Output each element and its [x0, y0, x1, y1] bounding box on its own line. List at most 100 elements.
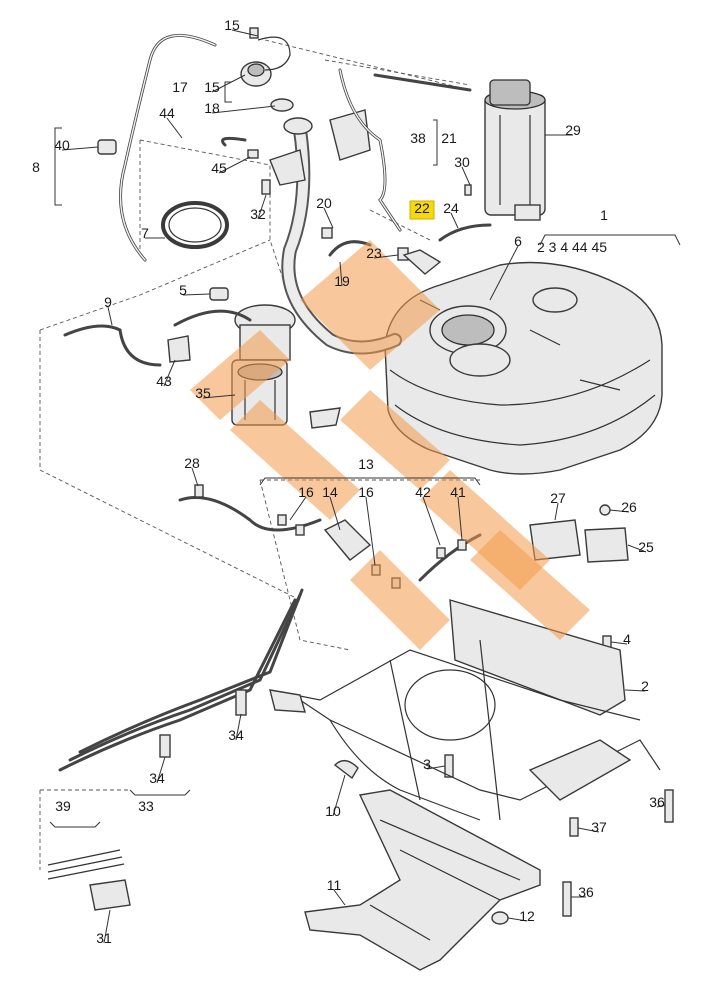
- callout-leader-44a: [166, 117, 183, 139]
- callout-33[interactable]: 33: [138, 798, 154, 814]
- callout-5[interactable]: 5: [179, 282, 187, 298]
- callout-leader-14: [329, 496, 341, 531]
- callout-1[interactable]: 1: [600, 207, 608, 223]
- callout-leader-40: [61, 146, 99, 151]
- callout-35[interactable]: 35: [195, 385, 211, 401]
- callout-29[interactable]: 29: [565, 122, 581, 138]
- callout-13[interactable]: 13: [358, 456, 374, 472]
- group-bracket-4: [259, 477, 481, 486]
- callout-leader-37: [577, 827, 600, 833]
- callout-45a[interactable]: 45: [211, 160, 227, 176]
- callout-leader-36a: [656, 804, 666, 808]
- callout-26[interactable]: 26: [621, 499, 637, 515]
- heat-shield: [304, 789, 541, 971]
- callout-14[interactable]: 14: [322, 484, 338, 500]
- callout-15b[interactable]: 15: [204, 79, 220, 95]
- callout-leader-26: [609, 509, 630, 513]
- callout-28[interactable]: 28: [184, 455, 200, 471]
- callout-group-1[interactable]: 2 3 4 44 45: [537, 239, 607, 255]
- callout-leader-15b: [211, 74, 246, 93]
- callout-42[interactable]: 42: [415, 484, 431, 500]
- callout-7[interactable]: 7: [141, 225, 149, 241]
- callout-leader-16b: [365, 496, 376, 566]
- callout-36a[interactable]: 36: [649, 794, 665, 810]
- callout-6[interactable]: 6: [514, 233, 522, 249]
- callout-21[interactable]: 21: [441, 130, 457, 146]
- callout-32[interactable]: 32: [250, 206, 266, 222]
- callout-34a[interactable]: 34: [228, 727, 244, 743]
- callout-40[interactable]: 40: [54, 137, 70, 153]
- callout-44a[interactable]: 44: [159, 105, 175, 121]
- callout-leader-24: [450, 212, 459, 229]
- callout-leader-3: [426, 765, 446, 770]
- callout-11[interactable]: 11: [327, 877, 342, 893]
- callout-31[interactable]: 31: [96, 930, 112, 946]
- callout-38[interactable]: 38: [410, 130, 426, 146]
- callout-leader-25: [627, 544, 647, 553]
- callout-leader-42: [422, 496, 441, 546]
- callout-highlight-22: [409, 200, 435, 220]
- group-bracket-5: [129, 789, 191, 796]
- callout-12[interactable]: 12: [519, 908, 535, 924]
- callout-leader-32: [257, 194, 267, 220]
- callout-4[interactable]: 4: [623, 631, 631, 647]
- callout-leader-20: [323, 207, 334, 229]
- callout-2[interactable]: 2: [641, 678, 649, 694]
- callout-19[interactable]: 19: [334, 273, 350, 289]
- callout-43[interactable]: 43: [156, 373, 172, 389]
- callout-37[interactable]: 37: [591, 819, 607, 835]
- fuel-tank: [384, 261, 663, 475]
- callout-8[interactable]: 8: [32, 159, 40, 175]
- callout-22[interactable]: 22: [414, 200, 430, 216]
- callout-3[interactable]: 3: [423, 756, 431, 772]
- callout-41[interactable]: 41: [450, 484, 466, 500]
- callout-23[interactable]: 23: [366, 245, 382, 261]
- callout-leader-23: [373, 254, 399, 259]
- group-bracket-2: [433, 119, 438, 166]
- callout-15a[interactable]: 15: [224, 17, 240, 33]
- callout-leader-9: [107, 306, 113, 326]
- callout-leader-15a: [231, 29, 259, 37]
- callout-leader-11: [333, 889, 346, 906]
- callout-leader-30: [461, 166, 471, 186]
- callout-36b[interactable]: 36: [578, 884, 594, 900]
- callout-leader-45a: [218, 156, 251, 174]
- callout-17[interactable]: 17: [172, 79, 188, 95]
- callout-leader-27: [554, 502, 559, 521]
- callout-leader-10: [332, 774, 346, 817]
- callout-leader-16a: [289, 496, 307, 521]
- locking-ring: [161, 201, 229, 249]
- callout-leader-34a: [235, 713, 242, 741]
- callout-16b[interactable]: 16: [358, 484, 374, 500]
- callout-39[interactable]: 39: [55, 798, 71, 814]
- callout-leader-31: [103, 909, 111, 944]
- callout-leader-4: [610, 641, 628, 645]
- callout-leader-18: [211, 105, 276, 114]
- callout-25[interactable]: 25: [638, 539, 654, 555]
- callout-30[interactable]: 30: [454, 154, 470, 170]
- watermark: [190, 240, 590, 650]
- callout-leader-2: [624, 689, 646, 692]
- callout-leader-34b: [156, 756, 166, 784]
- callout-10[interactable]: 10: [325, 803, 341, 819]
- callout-9[interactable]: 9: [104, 294, 112, 310]
- callout-leader-35: [202, 394, 236, 399]
- callout-leader-41: [457, 496, 463, 541]
- callout-leader-12: [507, 917, 528, 922]
- callout-34b[interactable]: 34: [149, 770, 165, 786]
- callout-27[interactable]: 27: [550, 490, 566, 506]
- group-bracket-6: [49, 821, 101, 828]
- callout-leader-19: [339, 261, 343, 287]
- callout-leader-6: [489, 245, 519, 301]
- callout-leader-28: [191, 467, 199, 487]
- callout-leader-43: [163, 359, 176, 387]
- callout-18[interactable]: 18: [204, 100, 220, 116]
- group-bracket-3: [539, 234, 681, 246]
- group-bracket-0: [224, 81, 232, 103]
- callout-20[interactable]: 20: [316, 195, 332, 211]
- callout-leader-5: [182, 293, 211, 296]
- callout-16a[interactable]: 16: [298, 484, 314, 500]
- fuel-cap: [240, 27, 294, 112]
- callout-24[interactable]: 24: [443, 200, 459, 216]
